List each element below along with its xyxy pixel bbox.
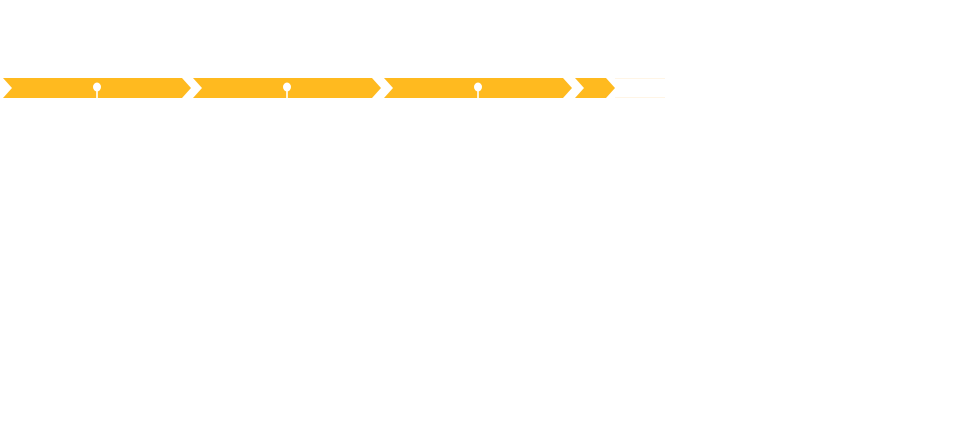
milestone-stem (286, 88, 288, 98)
milestone-stem (477, 88, 479, 98)
milestone-stem (96, 88, 98, 98)
timeline-segment (3, 78, 191, 98)
timeline-track-remaining (615, 78, 665, 98)
milestone-pin-icon (474, 82, 482, 92)
milestone-pin-icon (93, 82, 101, 92)
milestone-pin-icon (283, 82, 291, 92)
timeline-segment (193, 78, 381, 98)
timeline-segment (575, 78, 665, 98)
timeline-chevron (575, 78, 615, 98)
timeline-segment (384, 78, 572, 98)
